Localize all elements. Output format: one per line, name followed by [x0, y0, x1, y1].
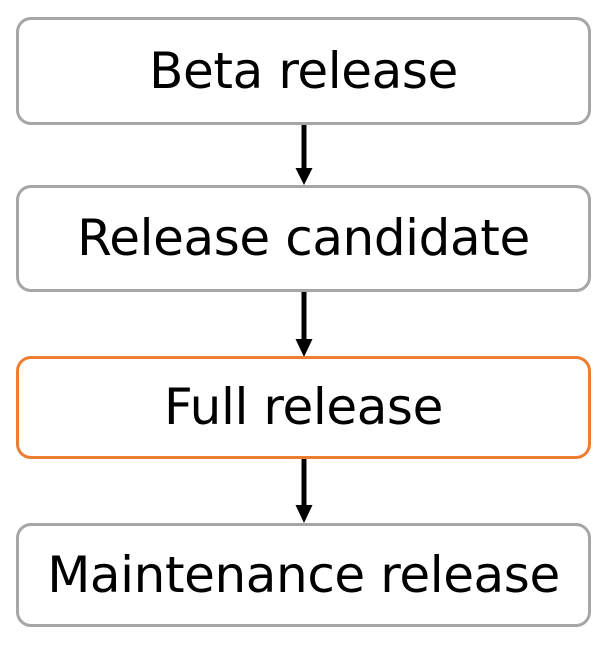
flow-node-label: Full release: [164, 378, 443, 437]
flow-node-maintenance-release[interactable]: Maintenance release: [16, 523, 591, 627]
flow-node-full-release[interactable]: Full release: [16, 356, 591, 459]
flow-node-label: Release candidate: [77, 209, 530, 268]
flow-node-label: Beta release: [149, 41, 458, 100]
flow-node-label: Maintenance release: [47, 545, 560, 604]
flow-node-release-candidate[interactable]: Release candidate: [16, 185, 591, 292]
flow-node-beta-release[interactable]: Beta release: [16, 17, 591, 125]
